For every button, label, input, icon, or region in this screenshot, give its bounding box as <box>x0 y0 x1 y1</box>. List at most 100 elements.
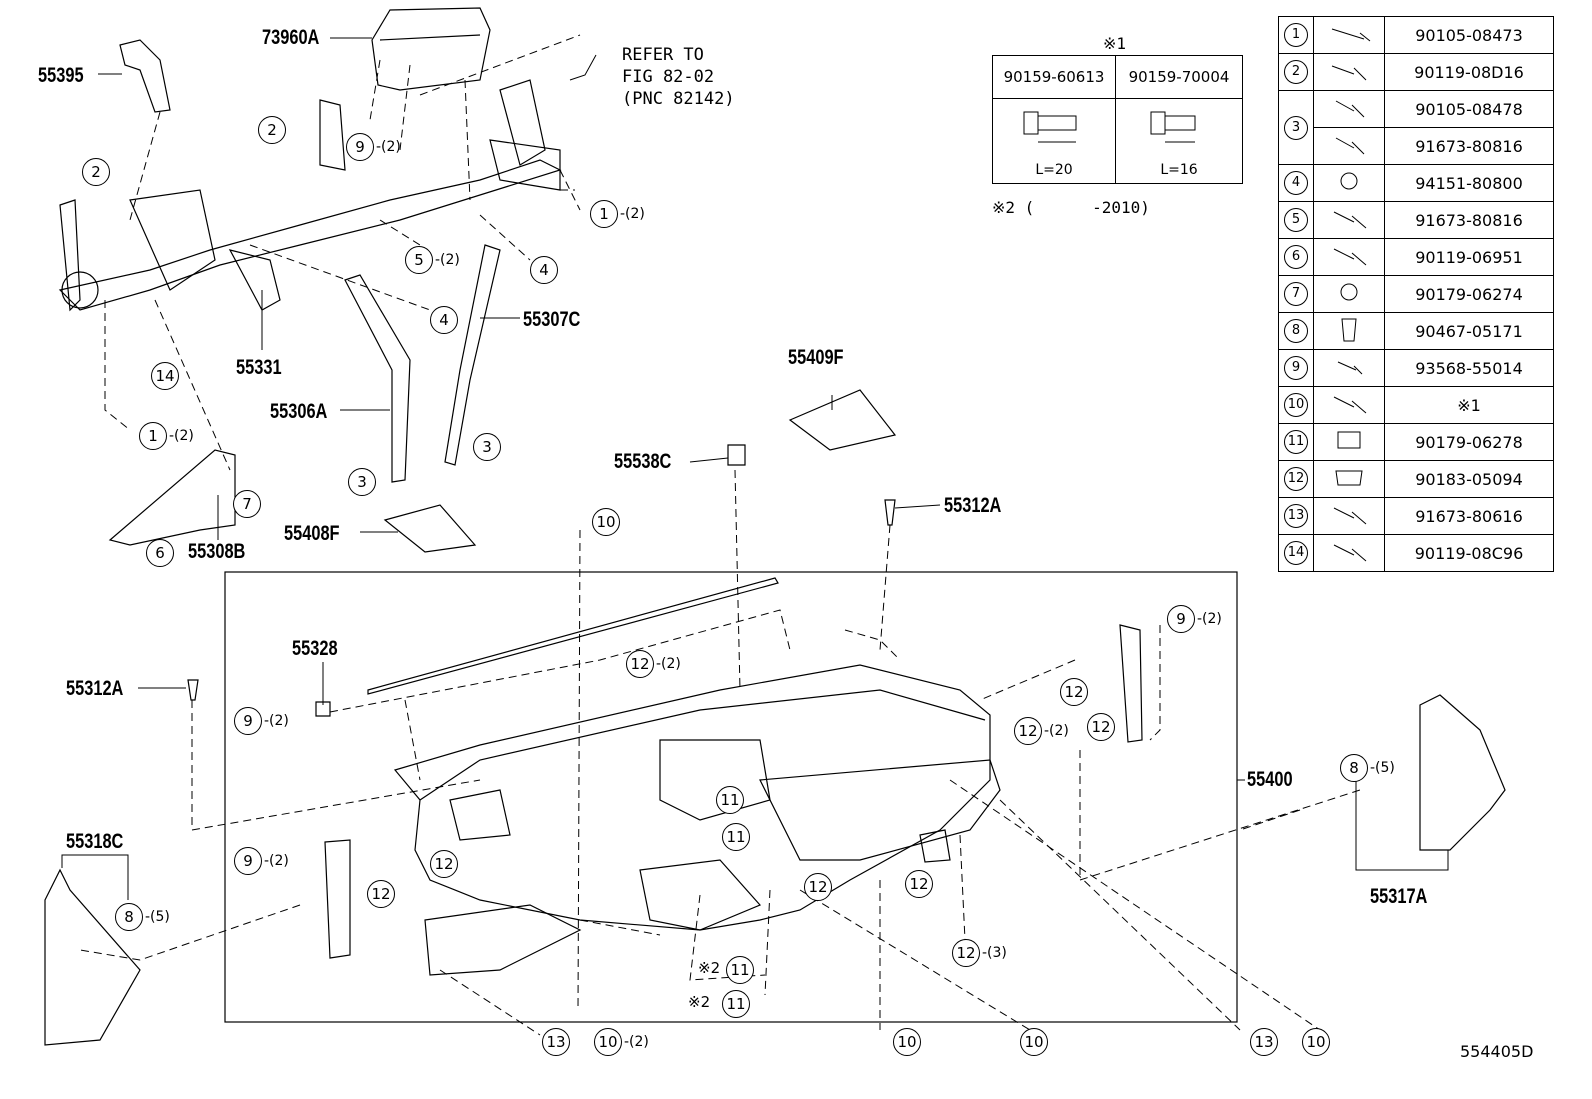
clip-nut-icon <box>1337 431 1361 449</box>
callout-10[interactable]: 10 <box>1302 1028 1330 1056</box>
callout-6[interactable]: 6 <box>146 539 174 567</box>
callout-quantity: -(2) <box>435 252 460 268</box>
screw-icon <box>1331 65 1367 81</box>
part-label-73960A[interactable]: 73960A <box>262 26 320 49</box>
callout-quantity: -(2) <box>264 853 289 869</box>
screw-icon <box>1335 137 1365 155</box>
bolt-icon <box>1150 111 1196 143</box>
callout-10[interactable]: 10 <box>592 508 620 536</box>
callout-12[interactable]: 12 <box>905 870 933 898</box>
callout-1[interactable]: 1 <box>139 422 167 450</box>
part-label-55538C[interactable]: 55538C <box>614 450 672 473</box>
part-label-55395[interactable]: 55395 <box>38 64 84 87</box>
part-label-55400[interactable]: 55400 <box>1247 768 1293 791</box>
callout-14[interactable]: 14 <box>151 362 179 390</box>
callout-12[interactable]: 12 <box>1060 678 1088 706</box>
part-label-55317A[interactable]: 55317A <box>1370 885 1428 908</box>
callout-7[interactable]: 7 <box>233 490 261 518</box>
callout-quantity: -(2) <box>264 713 289 729</box>
callout-12[interactable]: 12 <box>626 650 654 678</box>
instrument-panel <box>367 577 779 695</box>
screw-icon <box>1333 507 1367 525</box>
callout-quantity: -(5) <box>145 909 170 925</box>
callout-12[interactable]: 12 <box>804 873 832 901</box>
bolt-icon <box>1331 28 1371 42</box>
fastener-row[interactable]: 10※1 <box>1278 386 1554 424</box>
cross-beam <box>58 159 562 311</box>
callout-3[interactable]: 3 <box>473 433 501 461</box>
fastener-part-number: 91673-80816 <box>1384 127 1554 165</box>
part-label-55308B[interactable]: 55308B <box>188 540 246 563</box>
fastener-part-number: 90119-06951 <box>1384 238 1554 276</box>
callout-9[interactable]: 9 <box>346 133 374 161</box>
callout-9[interactable]: 9 <box>1167 605 1195 633</box>
callout-11[interactable]: 11 <box>722 990 750 1018</box>
screw-icon <box>1337 361 1363 375</box>
callout-1[interactable]: 1 <box>590 200 618 228</box>
callout-quantity: -(3) <box>982 945 1007 961</box>
fastener-row[interactable]: 91673-80816 <box>1279 127 1554 165</box>
panel-frame-box <box>224 571 1238 1023</box>
part-label-55331[interactable]: 55331 <box>236 356 282 379</box>
fastener-part-number: 91673-80816 <box>1384 201 1554 239</box>
callout-12[interactable]: 12 <box>367 880 395 908</box>
part-label-55307C[interactable]: 55307C <box>523 308 581 331</box>
callout-12[interactable]: 12 <box>430 850 458 878</box>
callout-4[interactable]: 4 <box>430 306 458 334</box>
callout-2[interactable]: 2 <box>82 158 110 186</box>
part-label-55312A[interactable]: 55312A <box>944 494 1002 517</box>
callout-12[interactable]: 12 <box>1087 713 1115 741</box>
date-mark: ※2 <box>698 959 721 977</box>
fastener-part-number: ※1 <box>1384 386 1554 424</box>
callout-11[interactable]: 11 <box>716 786 744 814</box>
fastener-part-number: 90183-05094 <box>1384 460 1554 498</box>
callout-13[interactable]: 13 <box>1250 1028 1278 1056</box>
callout-8[interactable]: 8 <box>115 903 143 931</box>
part-label-55306A[interactable]: 55306A <box>270 400 328 423</box>
callout-12[interactable]: 12 <box>952 939 980 967</box>
callout-12[interactable]: 12 <box>1014 717 1042 745</box>
bolt-length-1: L=20 <box>1035 162 1073 178</box>
screw-icon <box>1333 248 1367 266</box>
callout-5[interactable]: 5 <box>405 246 433 274</box>
callout-9[interactable]: 9 <box>234 707 262 735</box>
refer-note[interactable]: REFER TO FIG 82-02 (PNC 82142) <box>622 45 735 109</box>
callout-4[interactable]: 4 <box>530 256 558 284</box>
part-label-55328[interactable]: 55328 <box>292 637 338 660</box>
fastener-part-number: 94151-80800 <box>1384 164 1554 202</box>
part-label-55318C[interactable]: 55318C <box>66 830 124 853</box>
callout-10[interactable]: 10 <box>594 1028 622 1056</box>
fastener-part-number: 90119-08D16 <box>1384 53 1554 91</box>
callout-10[interactable]: 10 <box>1020 1028 1048 1056</box>
callout-8[interactable]: 8 <box>1340 754 1368 782</box>
callout-2[interactable]: 2 <box>258 116 286 144</box>
callout-quantity: -(2) <box>620 206 645 222</box>
part-label-55312A[interactable]: 55312A <box>66 677 124 700</box>
callout-3[interactable]: 3 <box>348 468 376 496</box>
part-label-55408F[interactable]: 55408F <box>284 522 340 545</box>
callout-10[interactable]: 10 <box>893 1028 921 1056</box>
screw-icon <box>1335 100 1365 118</box>
callout-11[interactable]: 11 <box>726 956 754 984</box>
fastener-part-number: 90105-08473 <box>1384 16 1554 54</box>
bolt-part-1: 90159-60613 <box>992 55 1116 99</box>
callout-13[interactable]: 13 <box>542 1028 570 1056</box>
callout-11[interactable]: 11 <box>722 823 750 851</box>
part-label-55409F[interactable]: 55409F <box>788 346 844 369</box>
clip-icon <box>1341 318 1357 342</box>
callout-9[interactable]: 9 <box>234 847 262 875</box>
